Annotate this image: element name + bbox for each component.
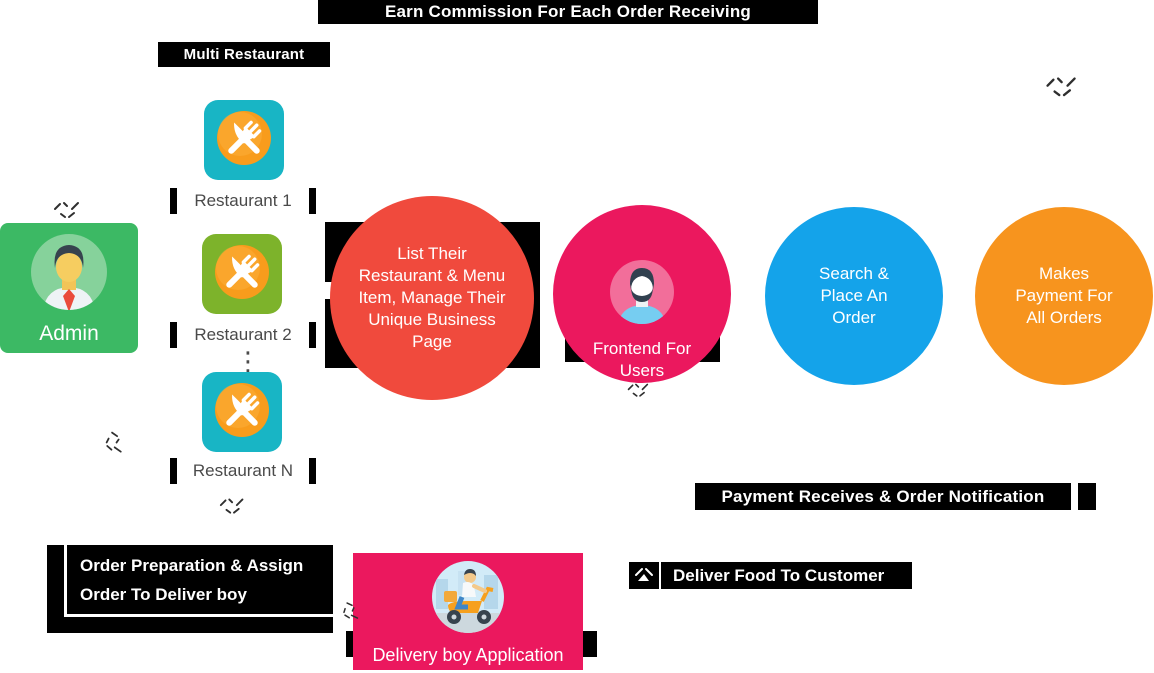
bearded-user-avatar-icon <box>610 238 674 330</box>
earn-commission-banner: Earn Commission For Each Order Receiving <box>318 0 818 24</box>
crossed-knife-fork-icon <box>202 232 282 317</box>
scatter-marks-icon <box>625 382 655 405</box>
restaurant-1-label: Restaurant 1 <box>194 191 292 210</box>
circle-search-place-order-text: Search & Place An Order <box>819 264 889 327</box>
crossed-knife-fork-icon <box>202 370 282 455</box>
label-side-bar <box>170 188 177 214</box>
banner-inner-vline <box>64 545 67 615</box>
circle-search-place-order: Search & Place An Order <box>765 207 943 385</box>
restaurant-1-app-icon <box>204 100 284 180</box>
circle-frontend-for-users-text: Frontend For Users <box>592 339 692 380</box>
restaurant-n-app-icon <box>202 372 282 452</box>
admin-label: Admin <box>39 322 99 345</box>
label-side-bar <box>170 458 177 484</box>
delivery-boy-application-label: Delivery boy Application <box>372 645 564 665</box>
crossed-knife-fork-icon <box>204 98 284 183</box>
multi-restaurant-banner: Multi Restaurant <box>158 42 330 67</box>
restaurant-2-app-icon <box>202 234 282 314</box>
circle-restaurant-owner-tasks: List Their Restaurant & Menu Item, Manag… <box>330 196 534 400</box>
scatter-marks-icon <box>52 200 86 227</box>
delivery-scooter-icon <box>432 553 504 638</box>
restaurant-list-ellipsis: ⋮ <box>235 346 261 376</box>
delivery-boy-application-card: Delivery boy Application <box>353 553 583 670</box>
deliver-food-text: Deliver Food To Customer <box>673 565 885 585</box>
scatter-marks-icon <box>94 428 126 462</box>
banner-remnant-square <box>1078 483 1096 510</box>
label-side-bar <box>170 322 177 348</box>
circle-makes-payment-text: Makes Payment For All Orders <box>1015 264 1113 327</box>
admin-avatar-icon <box>31 223 107 315</box>
scatter-marks-icon <box>329 597 365 631</box>
order-preparation-text: Order Preparation & Assign Order To Deli… <box>80 556 304 604</box>
restaurant-2-label-row: Restaurant 2 <box>170 321 316 349</box>
payment-receives-banner: Payment Receives & Order Notification <box>695 483 1071 510</box>
order-preparation-banner: Order Preparation & Assign Order To Deli… <box>47 545 333 633</box>
admin-card: Admin <box>0 223 138 353</box>
scatter-marks-icon <box>1044 75 1084 106</box>
circle-frontend-for-users: Frontend For Users <box>553 205 731 383</box>
restaurant-2-label: Restaurant 2 <box>194 325 292 344</box>
banner-divider-line <box>659 562 661 589</box>
label-side-bar <box>308 458 316 484</box>
circle-makes-payment: Makes Payment For All Orders <box>975 207 1153 385</box>
white-scatter-marks-icon <box>633 563 659 594</box>
circle-restaurant-owner-tasks-text: List Their Restaurant & Menu Item, Manag… <box>358 244 506 351</box>
restaurant-n-label-row: Restaurant N <box>170 457 316 485</box>
label-side-bar <box>309 188 316 214</box>
deliver-food-banner: Deliver Food To Customer <box>629 562 912 589</box>
label-side-bar <box>309 322 316 348</box>
restaurant-n-label: Restaurant N <box>192 461 294 480</box>
banner-inner-hline <box>64 614 333 617</box>
restaurant-1-label-row: Restaurant 1 <box>170 187 316 215</box>
scatter-marks-icon <box>218 496 250 523</box>
